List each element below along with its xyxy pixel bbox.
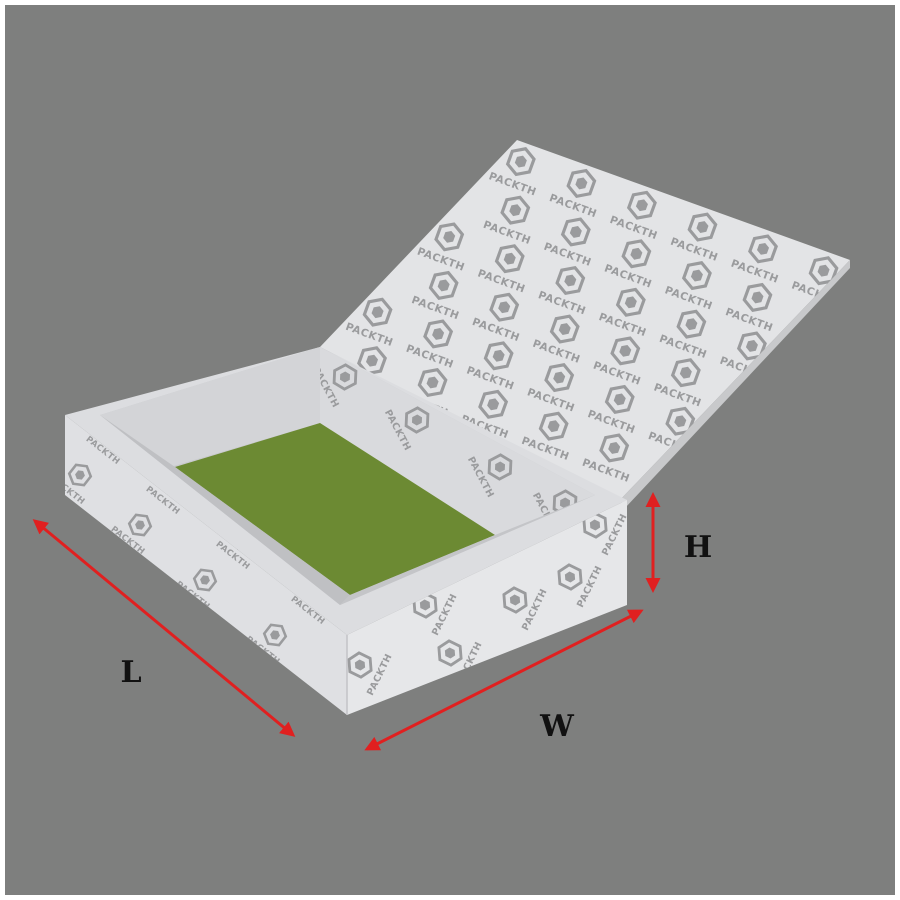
width-label: W	[539, 709, 575, 744]
box-dimension-diagram: PACKTHPACKTHPACKTHPACKTHPACKTHPACKTHPACK…	[5, 5, 895, 895]
width-arrow	[364, 609, 644, 751]
box-lid: PACKTHPACKTHPACKTHPACKTHPACKTHPACKTHPACK…	[320, 140, 850, 508]
length-arrow	[32, 519, 296, 737]
packth-logo-icon: PACKTH	[320, 363, 358, 410]
box-base	[175, 423, 495, 595]
height-label: H	[684, 530, 712, 565]
length-label: L	[120, 655, 141, 690]
